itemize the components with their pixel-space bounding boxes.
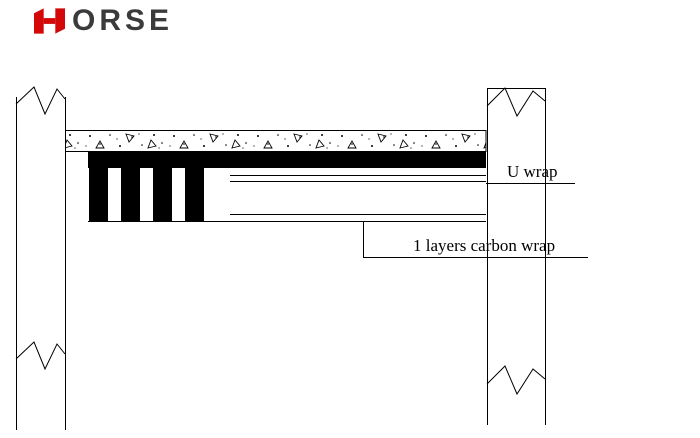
- u-wrap-label: U wrap: [507, 162, 558, 181]
- break-symbol-right-bottom: [486, 365, 546, 396]
- u-wrap-callout: U wrap: [486, 162, 575, 184]
- strengthened-beam: [88, 151, 486, 222]
- u-wrap-strips: [89, 168, 204, 221]
- horse-logo-text: ORSE: [72, 4, 174, 37]
- break-symbol-left-top: [15, 86, 66, 116]
- break-symbol-right-top: [486, 87, 546, 118]
- u-wrap-strip: [185, 168, 204, 221]
- horse-logo: ORSE: [34, 4, 174, 37]
- right-column: [486, 87, 546, 425]
- beam-top-wrap-band: [88, 151, 486, 168]
- slab-stipple-texture: [66, 131, 486, 151]
- left-column: [15, 86, 66, 430]
- u-wrap-strip: [153, 168, 172, 221]
- u-wrap-strip: [89, 168, 108, 221]
- u-wrap-strip: [121, 168, 140, 221]
- concrete-slab: [65, 130, 487, 152]
- break-symbol-left-bottom: [15, 341, 66, 371]
- carbon-wrap-callout: 1 layers carbon wrap: [363, 222, 588, 258]
- carbon-wrap-label: 1 layers carbon wrap: [413, 236, 555, 255]
- horse-logo-h-icon: [34, 8, 65, 34]
